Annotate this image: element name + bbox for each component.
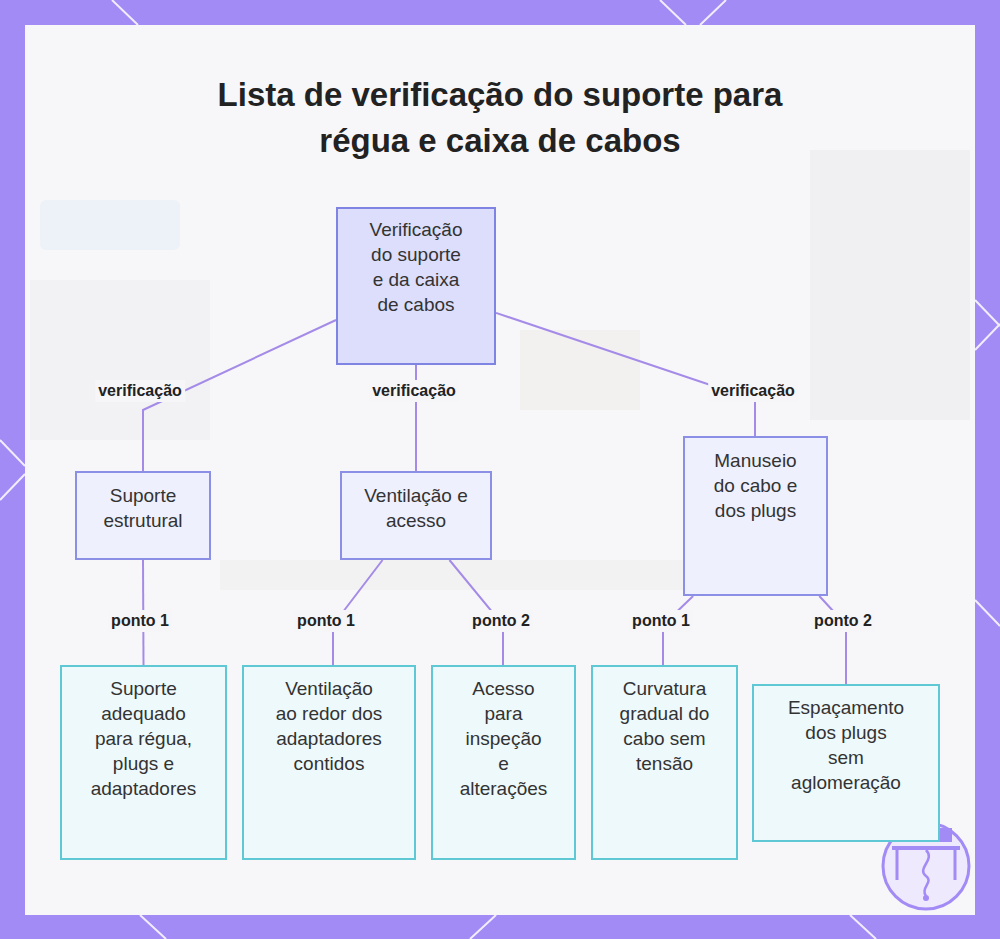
edge-label: ponto 1 xyxy=(629,610,693,632)
box-label: Verificação do suporte e da caixa de cab… xyxy=(366,217,466,317)
edge-label: verificação xyxy=(369,380,459,402)
box-label: Espaçamento dos plugs sem aglomeração xyxy=(787,695,905,795)
box-label: Manuseio do cabo e dos plugs xyxy=(706,448,806,523)
box-label: Suporte adequado para régua, plugs e ada… xyxy=(89,676,199,801)
box-label: Ventilação e acesso xyxy=(364,483,469,533)
panel xyxy=(25,25,975,915)
edge-label: ponto 2 xyxy=(469,610,533,632)
check-item-box: Ventilação ao redor dos adaptadores cont… xyxy=(242,665,416,860)
box-label: Suporte estrutural xyxy=(93,483,193,533)
category-box: Manuseio do cabo e dos plugs xyxy=(683,436,828,596)
edge-label: verificação xyxy=(708,380,798,402)
box-label: Ventilação ao redor dos adaptadores cont… xyxy=(275,676,383,776)
check-item-box: Curvatura gradual do cabo sem tensão xyxy=(591,665,738,860)
edge-label: ponto 2 xyxy=(811,610,875,632)
check-item-box: Espaçamento dos plugs sem aglomeração xyxy=(752,684,940,842)
root-box: Verificação do suporte e da caixa de cab… xyxy=(336,207,496,365)
category-box: Ventilação e acesso xyxy=(340,471,492,560)
blurred-backdrop xyxy=(30,150,970,590)
box-label: Acesso para inspeção e alterações xyxy=(459,676,549,801)
box-label: Curvatura gradual do cabo sem tensão xyxy=(619,676,711,776)
edge-label: ponto 1 xyxy=(108,610,172,632)
check-item-box: Suporte adequado para régua, plugs e ada… xyxy=(60,665,227,860)
diagram-title: Lista de verificação do suporte para rég… xyxy=(180,72,820,164)
edge-label: ponto 1 xyxy=(294,610,358,632)
edge-label: verificação xyxy=(95,380,185,402)
connector-line xyxy=(496,313,755,436)
check-item-box: Acesso para inspeção e alterações xyxy=(431,665,576,860)
category-box: Suporte estrutural xyxy=(75,471,211,560)
